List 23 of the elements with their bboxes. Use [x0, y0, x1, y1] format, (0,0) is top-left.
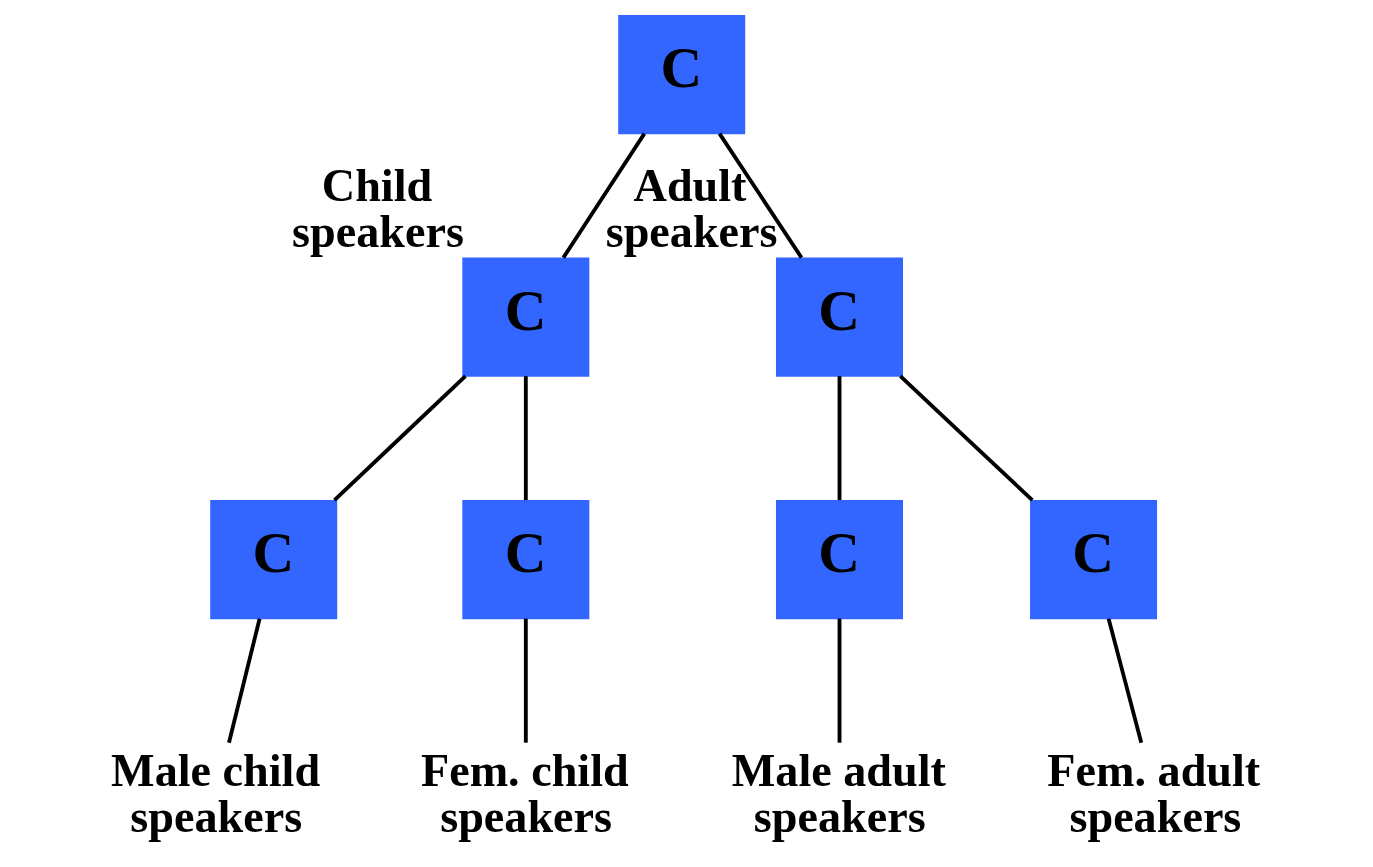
connector — [1106, 618, 1143, 744]
node-text: Fem. child speakers — [420, 745, 629, 843]
node-text: Male child speakers — [110, 745, 320, 843]
node-text: Fem. adult speakers — [1046, 745, 1260, 843]
node-box: C — [775, 257, 903, 377]
node-label: Adult speakers — [605, 160, 778, 258]
node-box: C — [209, 499, 337, 620]
node-box: C — [775, 499, 903, 620]
connector — [523, 618, 528, 743]
connector — [837, 618, 841, 743]
node-box: C — [461, 499, 589, 620]
connector — [837, 376, 841, 501]
connector — [332, 374, 467, 502]
connector — [523, 376, 528, 501]
node-label: Child speakers — [291, 160, 464, 258]
connector — [226, 618, 261, 744]
connector — [717, 132, 803, 259]
node-box: C — [461, 257, 589, 377]
node-text: Male adult speakers — [731, 745, 946, 843]
connector — [898, 374, 1034, 502]
connector — [561, 132, 646, 259]
node-box: C — [617, 14, 745, 135]
node-box: C — [1029, 499, 1157, 620]
